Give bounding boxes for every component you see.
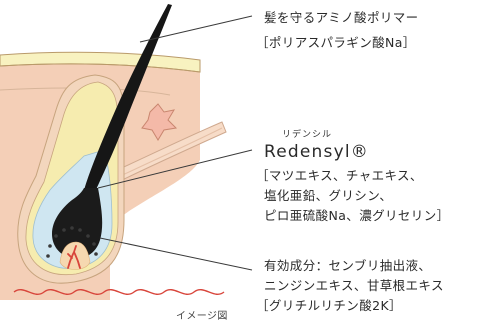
redensyl-name: Redensyl® <box>264 142 369 162</box>
redensyl-ruby: リデンシル <box>282 128 332 143</box>
active-ingredients-3: ［グリチルリチン酸2K］ <box>256 298 402 313</box>
redensyl-ingredients-1: ［マツエキス、チャエキス、 <box>256 168 423 183</box>
redensyl-ingredients-2: 塩化亜鉛、グリシン、 <box>264 188 392 203</box>
amino-polymer-ingredient: ［ポリアスパラギン酸Na］ <box>256 35 416 50</box>
amino-polymer-title: 髪を守るアミノ酸ポリマー <box>264 10 419 25</box>
active-ingredients-2: ニンジンエキス、甘草根エキス <box>264 278 444 293</box>
redensyl-ingredients-3: ピロ亜硫酸Na、濃グリセリン］ <box>264 208 450 223</box>
leader-line-active <box>100 238 252 270</box>
active-ingredients-1: 有効成分：センブリ抽出液、 <box>264 258 431 273</box>
image-caption: イメージ図 <box>176 309 228 324</box>
